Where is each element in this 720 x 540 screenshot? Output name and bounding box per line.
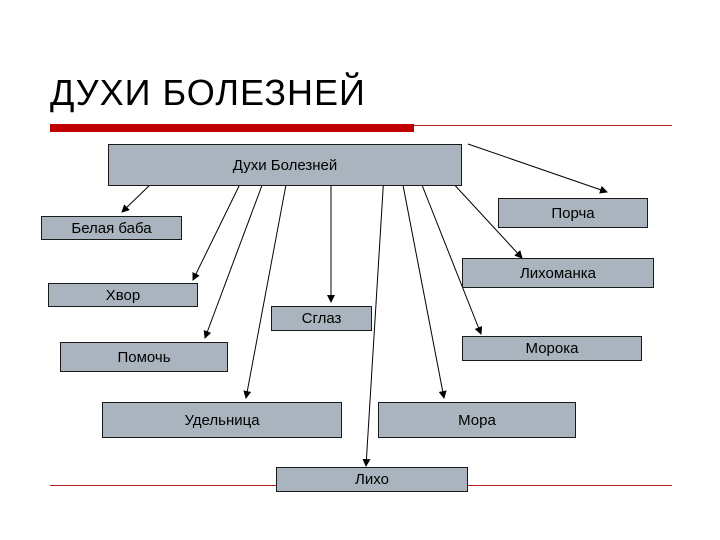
title-underline-rule [414, 125, 672, 126]
arrow-to-likho [362, 173, 385, 467]
arrow-to-udelnitsa [243, 173, 289, 399]
bottom-rule-left [50, 485, 276, 486]
bottom-rule-right [468, 485, 672, 486]
node-likho: Лихо [276, 467, 468, 492]
arrow-to-likhomanka [449, 179, 523, 259]
node-udelnitsa: Удельница [102, 402, 342, 438]
node-belaya-baba: Белая баба [41, 216, 182, 240]
title-underline-accent [50, 124, 414, 132]
node-porcha: Порча [498, 198, 648, 228]
arrow-to-moroka [419, 179, 483, 335]
node-pomoch: Помочь [60, 342, 228, 372]
arrow-to-mora [401, 179, 447, 399]
root-node-dukhi-bolezney: Духи Болезней [108, 144, 462, 186]
node-likhomanka: Лихоманка [462, 258, 654, 288]
node-sglaz: Сглаз [271, 306, 372, 331]
node-mora: Мора [378, 402, 576, 438]
arrow-to-pomoch [203, 179, 265, 339]
node-moroka: Морока [462, 336, 642, 361]
slide-title: ДУХИ БОЛЕЗНЕЙ [50, 72, 366, 113]
arrow-to-khvor [192, 179, 243, 281]
arrow-to-porcha [467, 143, 608, 194]
node-khvor: Хвор [48, 283, 198, 307]
